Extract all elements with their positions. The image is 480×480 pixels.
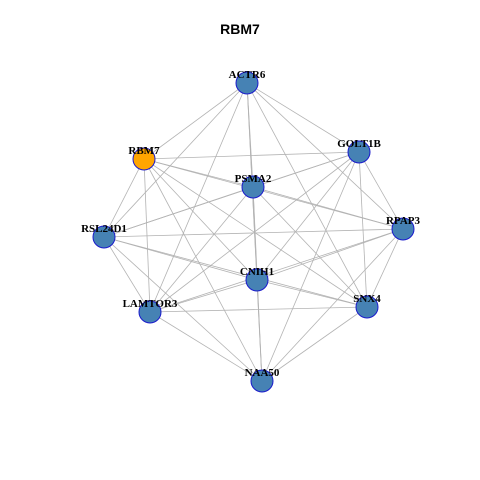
node-label-golt1b: GOLT1B	[337, 138, 381, 150]
node-rpap3[interactable]	[391, 217, 415, 241]
edge-psma2-rpap3	[252, 186, 404, 230]
edge-actr6-rbm7	[143, 82, 248, 160]
edge-rbm7-golt1b	[143, 151, 360, 160]
node-layer	[92, 71, 415, 393]
edge-actr6-rsl24d1	[103, 82, 248, 238]
edge-rsl24d1-snx4	[103, 236, 368, 308]
edge-actr6-golt1b	[246, 82, 360, 153]
node-snx4[interactable]	[355, 295, 379, 319]
edge-rpap3-rsl24d1	[103, 228, 404, 238]
edge-golt1b-rpap3	[358, 151, 404, 230]
node-naa50[interactable]	[250, 369, 274, 393]
edge-snx4-naa50	[261, 306, 368, 382]
edge-cnih1-snx4	[256, 279, 368, 308]
node-label-psma2: PSMA2	[235, 173, 272, 185]
edge-cnih1-naa50	[256, 279, 263, 382]
node-label-rpap3: RPAP3	[386, 215, 421, 227]
node-label-rbm7: RBM7	[128, 145, 160, 157]
edge-lamtor3-naa50	[149, 311, 263, 382]
node-rbm7[interactable]	[132, 147, 156, 171]
node-label-naa50: NAA50	[245, 367, 280, 379]
edge-rpap3-naa50	[261, 228, 404, 382]
edge-rsl24d1-lamtor3	[103, 236, 151, 313]
edge-actr6-snx4	[246, 82, 368, 308]
node-golt1b[interactable]	[347, 140, 371, 164]
node-psma2[interactable]	[241, 175, 265, 199]
edge-golt1b-lamtor3	[149, 151, 360, 313]
node-label-lamtor3: LAMTOR3	[123, 298, 178, 310]
edge-rpap3-cnih1	[256, 228, 404, 281]
edge-rbm7-rpap3	[143, 158, 404, 230]
edge-actr6-rpap3	[246, 82, 404, 230]
edge-golt1b-naa50	[261, 151, 360, 382]
edge-psma2-snx4	[252, 186, 368, 308]
node-label-cnih1: CNIH1	[240, 266, 274, 278]
chart-title: RBM7	[220, 21, 260, 37]
edge-actr6-lamtor3	[149, 82, 248, 313]
node-label-rsl24d1: RSL24D1	[81, 223, 127, 235]
edge-golt1b-cnih1	[256, 151, 360, 281]
edge-golt1b-snx4	[358, 151, 368, 308]
node-rsl24d1[interactable]	[92, 225, 116, 249]
node-cnih1[interactable]	[245, 268, 269, 292]
edge-rbm7-cnih1	[143, 158, 258, 281]
edge-cnih1-lamtor3	[149, 279, 258, 313]
edge-rbm7-naa50	[143, 158, 263, 382]
node-label-actr6: ACTR6	[229, 69, 266, 81]
edge-rbm7-rsl24d1	[103, 158, 145, 238]
node-label-snx4: SNX4	[353, 293, 381, 305]
edge-lamtor3-snx4	[149, 306, 368, 313]
node-actr6[interactable]	[235, 71, 259, 95]
edge-psma2-rsl24d1	[103, 186, 254, 238]
edge-psma2-lamtor3	[149, 186, 254, 313]
edge-rpap3-snx4	[366, 228, 404, 308]
edge-layer	[103, 82, 404, 382]
edge-rsl24d1-naa50	[103, 236, 263, 382]
edge-rpap3-lamtor3	[149, 228, 404, 313]
node-lamtor3[interactable]	[138, 300, 162, 324]
